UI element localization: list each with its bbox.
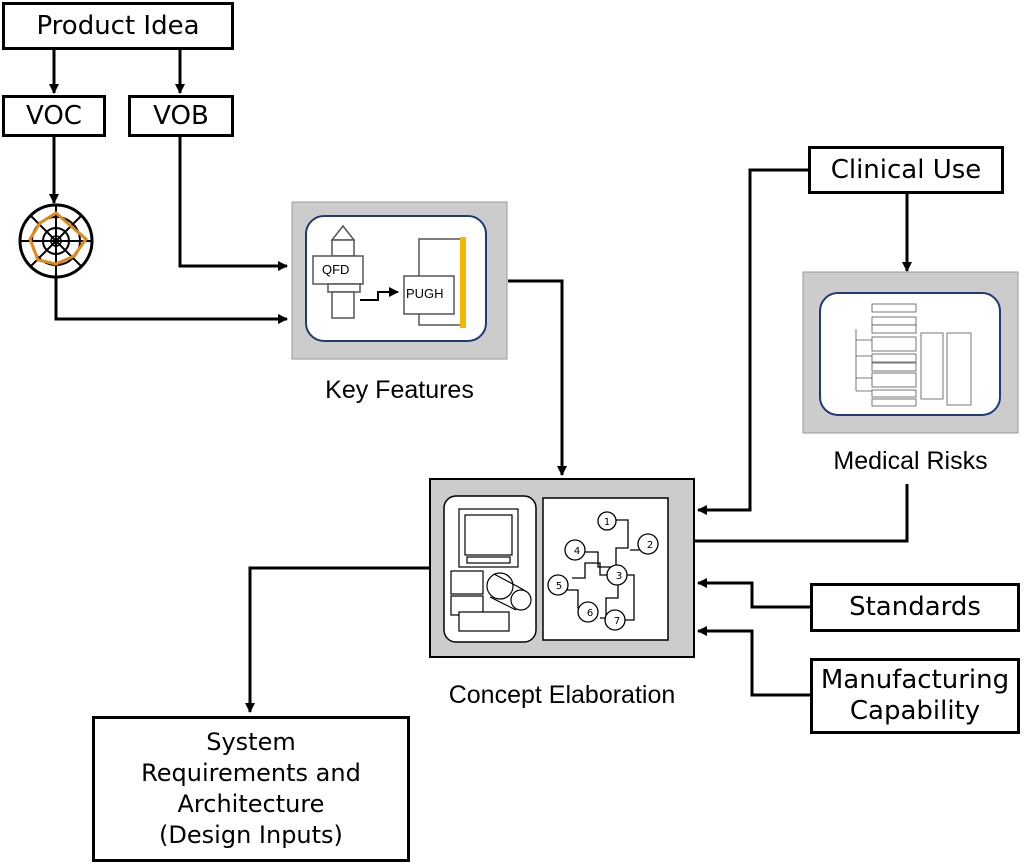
connectors: [49, 50, 912, 713]
radar-chart-icon: [18, 203, 94, 279]
product-idea-node: Product Idea: [2, 2, 234, 50]
clinical-use-node: Clinical Use: [808, 146, 1004, 194]
arrow-standards-to-concept: [697, 578, 810, 609]
line-medical-risks-to-concept: [694, 484, 909, 543]
process-graph-icon: 1 2 3 4 5 6 7: [547, 511, 659, 631]
medical-risks-caption: Medical Risks: [833, 447, 988, 475]
voc-node: VOC: [2, 95, 106, 137]
manufacturing-capability-node: Manufacturing Capability: [810, 658, 1020, 734]
qfd-label: QFD: [322, 262, 349, 277]
vob-node: VOB: [128, 95, 234, 137]
arrow-key-features-to-concept: [508, 279, 567, 476]
graph-node-3: 3: [616, 571, 622, 582]
key-features-panel: QFD PUGH: [291, 201, 508, 360]
risk-flowchart-icon: [855, 303, 972, 407]
medical-risks-panel: [802, 271, 1019, 434]
graph-node-2: 2: [647, 540, 653, 551]
arrow-vob-to-key-features: [178, 136, 288, 271]
key-features-caption: Key Features: [325, 376, 474, 404]
qfd-to-pugh-arrow-icon: [360, 287, 399, 301]
qfd-house-icon: [312, 224, 364, 319]
graph-node-1: 1: [604, 517, 610, 528]
pugh-highlight-bar: [460, 237, 466, 328]
graph-node-7: 7: [614, 616, 620, 627]
arrow-radar-to-key-features: [54, 278, 288, 324]
radar-profile: [28, 211, 89, 266]
graph-node-5: 5: [556, 581, 562, 592]
standards-node: Standards: [810, 583, 1020, 632]
cad-sketch-icon: [450, 508, 532, 632]
arrow-concept-to-system-requirements: [245, 566, 430, 713]
pugh-matrix-icon: [403, 238, 462, 326]
graph-node-4: 4: [574, 546, 580, 557]
pugh-label: PUGH: [406, 286, 444, 301]
arrow-clinical-use-to-concept: [697, 168, 808, 515]
system-requirements-node: System Requirements and Architecture (De…: [92, 716, 410, 862]
graph-node-6: 6: [587, 608, 593, 619]
concept-elaboration-caption: Concept Elaboration: [448, 681, 676, 709]
concept-elaboration-panel: 1 2 3 4 5 6 7: [429, 478, 695, 658]
arrow-manufacturing-to-concept: [697, 626, 810, 697]
